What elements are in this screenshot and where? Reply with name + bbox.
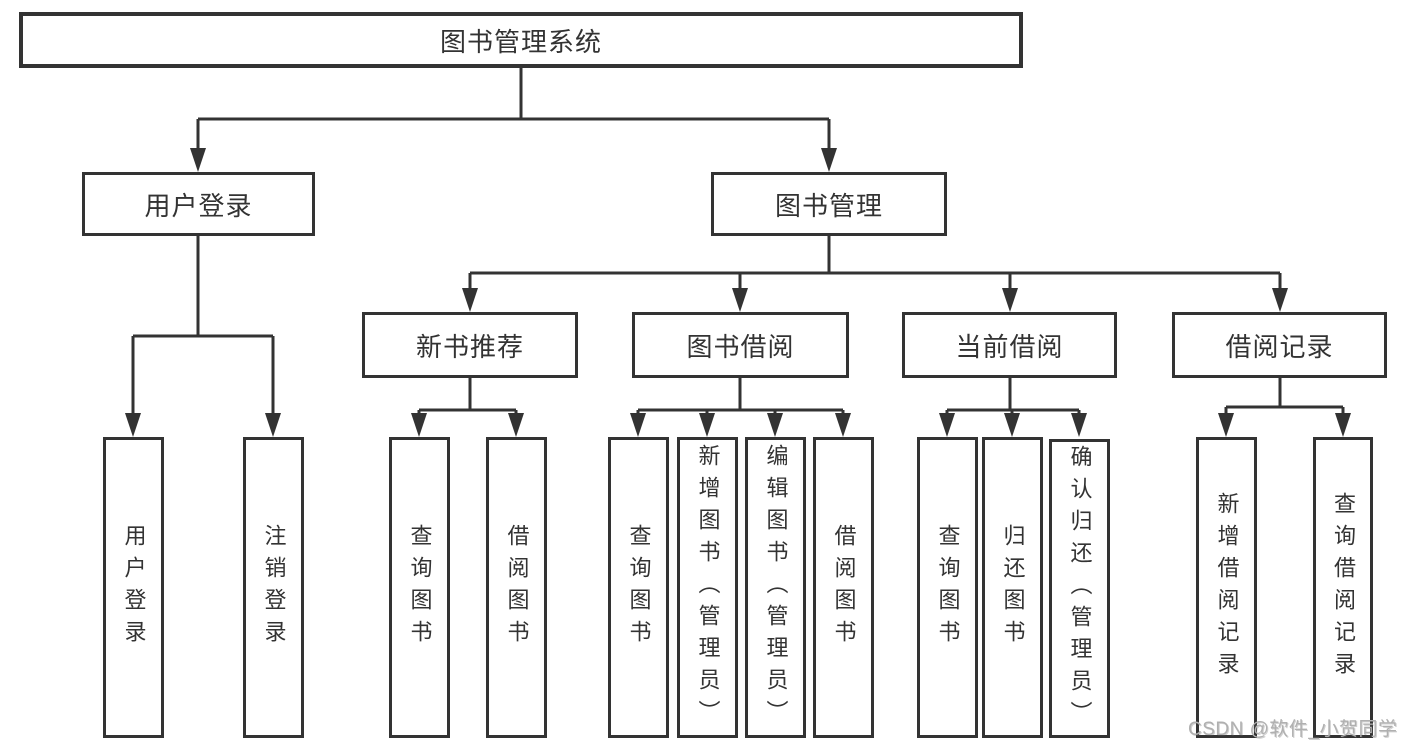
leaf-edit-books-admin: 编辑图书（管理员） [745, 437, 806, 738]
arrow-down-icon [462, 288, 478, 312]
leaf-current-query-books: 查询图书 [917, 437, 978, 738]
node-label: 借阅图书 [504, 523, 530, 652]
node-user-login-branch: 用户登录 [82, 172, 315, 236]
arrow-down-icon [508, 413, 524, 437]
watermark-text: CSDN @软件_小贺同学 [1188, 719, 1398, 740]
node-label: 借阅记录 [1225, 331, 1334, 362]
arrow-down-icon [265, 413, 281, 437]
node-label: 确认归还（管理员） [1067, 444, 1093, 733]
node-label: 图书借阅 [686, 331, 795, 362]
arrow-down-icon [1335, 413, 1351, 437]
arrow-down-icon [699, 413, 715, 437]
leaf-recommend-borrow-books: 借阅图书 [486, 437, 547, 738]
node-borrow-records: 借阅记录 [1172, 312, 1387, 378]
arrow-down-icon [1272, 288, 1288, 312]
node-label: 图书管理系统 [439, 26, 602, 57]
arrow-down-icon [630, 413, 646, 437]
leaf-borrow-books: 借阅图书 [813, 437, 874, 738]
leaf-add-books-admin: 新增图书（管理员） [677, 437, 738, 738]
arrow-down-icon [190, 148, 206, 172]
leaf-recommend-query-books: 查询图书 [389, 437, 450, 738]
arrow-down-icon [1071, 413, 1087, 437]
arrow-down-icon [821, 148, 837, 172]
node-label: 归还图书 [1000, 523, 1026, 652]
node-label: 注销登录 [261, 523, 287, 652]
arrow-down-icon [125, 413, 141, 437]
node-label: 查询图书 [407, 523, 433, 652]
node-label: 查询图书 [935, 523, 961, 652]
arrow-down-icon [767, 413, 783, 437]
node-label: 编辑图书（管理员） [763, 443, 789, 732]
node-book-borrow: 图书借阅 [632, 312, 849, 378]
node-label: 查询借阅记录 [1331, 491, 1356, 684]
node-label: 新增图书（管理员） [695, 443, 721, 732]
node-label: 借阅图书 [831, 523, 857, 652]
arrow-down-icon [411, 413, 427, 437]
arrow-down-icon [1004, 413, 1020, 437]
node-label: 图书管理 [774, 190, 883, 221]
leaf-confirm-return-admin: 确认归还（管理员） [1049, 439, 1110, 738]
node-label: 用户登录 [121, 523, 147, 652]
leaf-logout: 注销登录 [243, 437, 304, 738]
leaf-query-borrow-record: 查询借阅记录 [1313, 437, 1373, 738]
node-label: 新书推荐 [415, 331, 524, 362]
leaf-add-borrow-record: 新增借阅记录 [1196, 437, 1257, 738]
node-label: 用户登录 [144, 190, 253, 221]
arrow-down-icon [939, 413, 955, 437]
arrow-down-icon [835, 413, 851, 437]
node-current-borrow: 当前借阅 [902, 312, 1117, 378]
node-new-book-recommend: 新书推荐 [362, 312, 578, 378]
node-library-system: 图书管理系统 [19, 12, 1023, 68]
node-label: 查询图书 [626, 523, 652, 652]
node-label: 新增借阅记录 [1214, 491, 1240, 684]
node-book-management: 图书管理 [711, 172, 947, 236]
leaf-return-books: 归还图书 [982, 437, 1043, 738]
arrow-down-icon [1218, 413, 1234, 437]
node-label: 当前借阅 [955, 331, 1064, 362]
arrow-down-icon [732, 288, 748, 312]
leaf-user-login: 用户登录 [103, 437, 164, 738]
arrow-down-icon [1002, 288, 1018, 312]
leaf-borrow-query-books: 查询图书 [608, 437, 669, 738]
